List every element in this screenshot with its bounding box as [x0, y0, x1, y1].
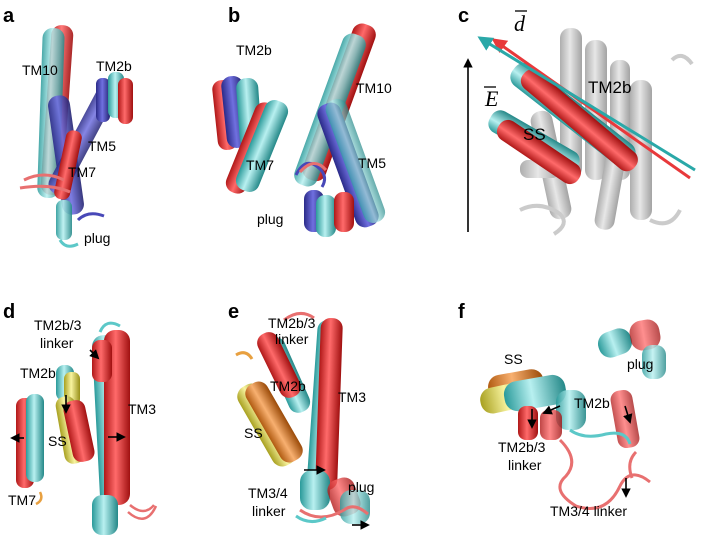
- label-linker-line1: TM2b/3: [498, 439, 546, 455]
- label-plug: plug: [84, 230, 110, 246]
- panel-f: f SS plug TM2b TM2b/3 li: [458, 301, 666, 519]
- arrow-plug: [623, 405, 633, 424]
- label-linker-line1: TM2b/3: [34, 317, 82, 333]
- label-tm2b: TM2b: [588, 78, 631, 97]
- label-d-vector: d: [514, 11, 526, 36]
- panel-letter-e: e: [228, 301, 239, 323]
- panel-letter-b: b: [228, 5, 240, 27]
- label-tm3: TM3: [128, 401, 156, 417]
- panel-letter-a: a: [3, 5, 15, 27]
- panel-e: e TM2b/3 linker TM2b TM3 SS TM3/4: [228, 301, 374, 530]
- label-ss: SS: [504, 351, 523, 367]
- label-tm2b: TM2b: [236, 42, 272, 58]
- label-tm2b: TM2b: [96, 58, 132, 74]
- label-tm7: TM7: [8, 492, 36, 508]
- label-plug: plug: [257, 211, 283, 227]
- label-linker-line1: TM2b/3: [268, 315, 316, 331]
- label-tm5: TM5: [358, 155, 386, 171]
- label-ss: SS: [48, 433, 67, 449]
- helix-bundle-e: [235, 312, 370, 524]
- label-tm2b: TM2b: [574, 395, 610, 411]
- label-linker-line2: linker: [275, 331, 309, 347]
- dipole-vector-cyan: [477, 36, 696, 172]
- helix-bundle-d: [16, 321, 158, 535]
- label-tm34-line1: TM3/4: [248, 485, 288, 501]
- label-tm3: TM3: [338, 389, 366, 405]
- helix-bundle-f: [480, 319, 666, 510]
- label-tm2b: TM2b: [270, 378, 306, 394]
- helix-bundle-a: [19, 25, 133, 248]
- label-plug: plug: [627, 356, 653, 372]
- arrow-linker: [89, 349, 100, 360]
- arrow-tm2b: [542, 405, 561, 415]
- label-e-vector: E: [484, 86, 499, 111]
- label-tm10: TM10: [356, 80, 392, 96]
- panel-letter-d: d: [3, 301, 15, 323]
- label-tm7: TM7: [246, 157, 274, 173]
- label-tm34-linker: TM3/4 linker: [550, 503, 627, 519]
- label-plug: plug: [348, 479, 374, 495]
- highlighted-helices-c: [488, 63, 638, 185]
- label-tm5: TM5: [88, 138, 116, 154]
- label-tm10: TM10: [22, 62, 58, 78]
- label-tm34-line2: linker: [252, 503, 286, 519]
- panel-b: b TM2b TM10 TM7 TM5 plug: [212, 5, 392, 237]
- label-tm2b: TM2b: [20, 365, 56, 381]
- label-linker-line2: linker: [508, 457, 542, 473]
- label-ss: SS: [244, 425, 263, 441]
- dipole-vector-red: [491, 38, 691, 180]
- panel-a: a TM10 TM2b TM5 TM7 plug: [3, 5, 133, 248]
- label-linker-line2: linker: [40, 335, 74, 351]
- panel-d: d TM2b/3 linker TM2b SS: [3, 301, 158, 535]
- label-ss: SS: [523, 125, 546, 144]
- panel-letter-c: c: [458, 5, 469, 27]
- label-tm7: TM7: [68, 164, 96, 180]
- helix-bundle-b: [212, 23, 386, 237]
- panel-c: c E d TM2b SS: [458, 5, 696, 236]
- panel-letter-f: f: [458, 301, 465, 323]
